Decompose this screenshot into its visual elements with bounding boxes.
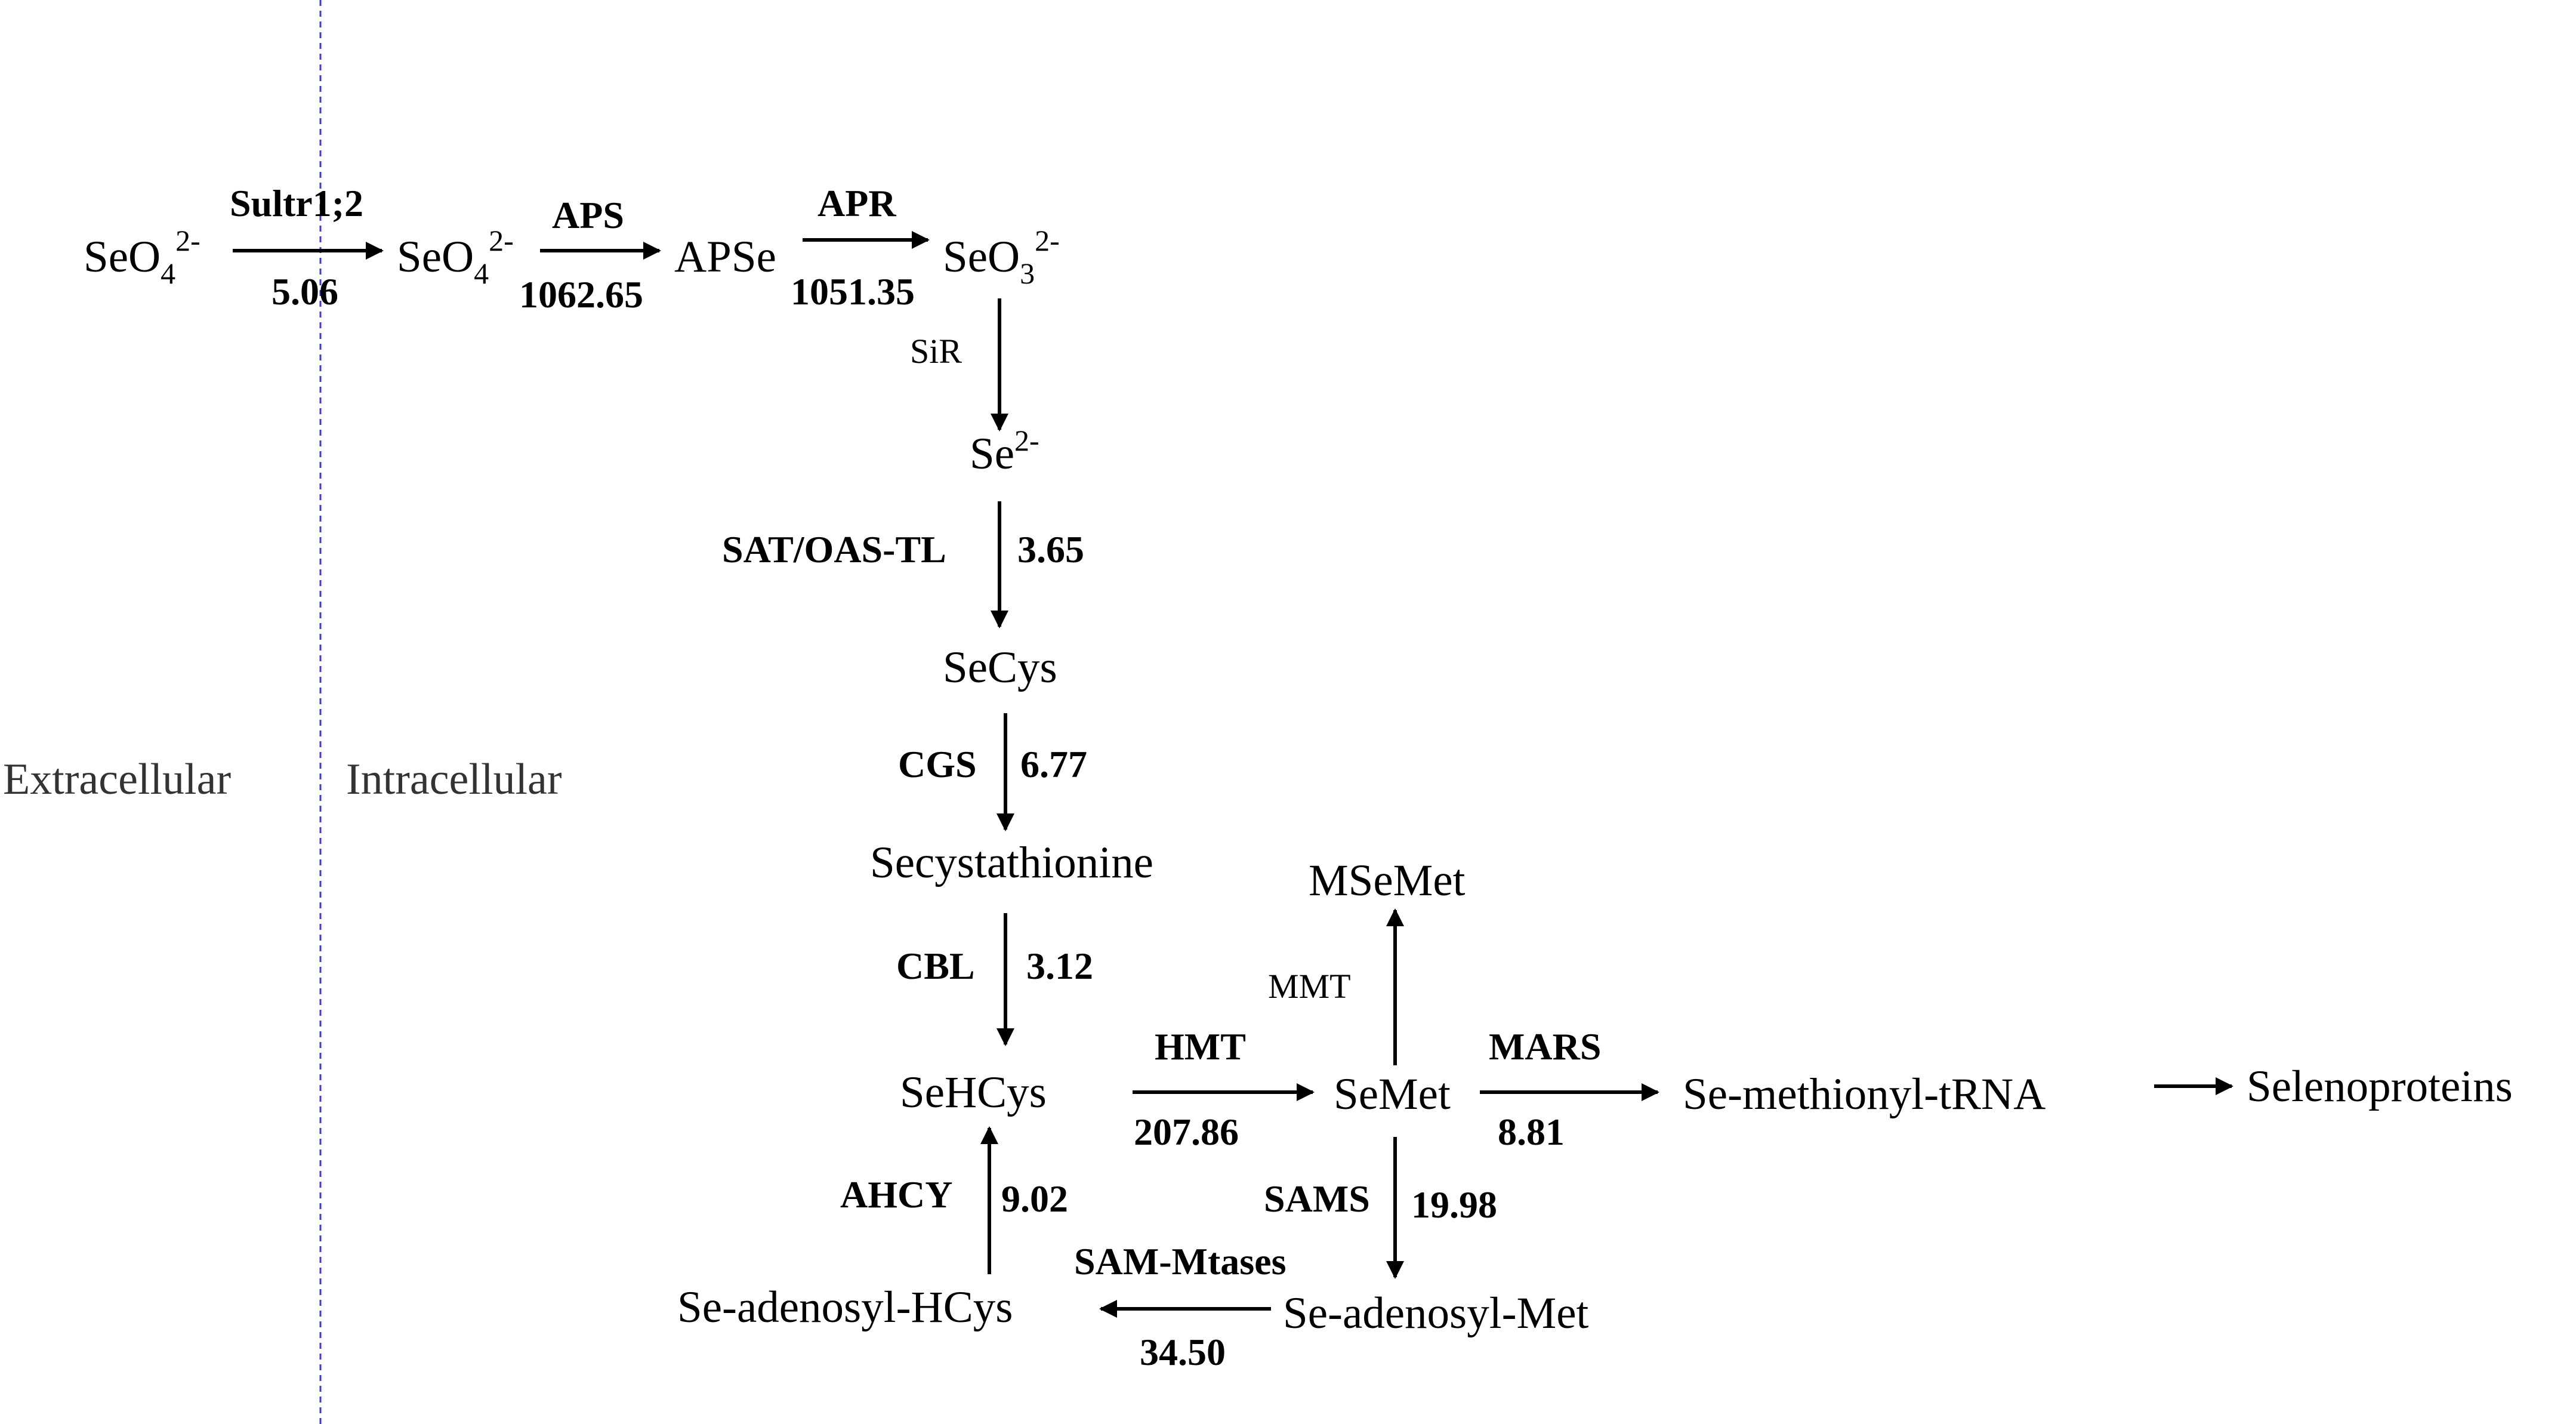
- intracellular-label: Intracellular: [346, 755, 562, 804]
- node-seo4-intracellular: SeO42-: [397, 224, 514, 290]
- value-sat: 3.65: [1017, 528, 1084, 571]
- value-ahcy: 9.02: [1001, 1178, 1068, 1220]
- node-msemet: MSeMet: [1309, 856, 1466, 905]
- node-se-methionyl-trna: Se-methionyl-tRNA: [1683, 1069, 2046, 1119]
- node-secystathionine: Secystathionine: [870, 838, 1153, 887]
- enzyme-aps: APS: [552, 194, 624, 236]
- enzyme-sams: SAMS: [1264, 1178, 1370, 1220]
- enzyme-sam-mtases: SAM-Mtases: [1074, 1240, 1286, 1283]
- enzyme-mmt: MMT: [1268, 967, 1351, 1006]
- value-sam-mtases: 34.50: [1140, 1331, 1226, 1373]
- node-sehcys: SeHCys: [900, 1068, 1047, 1117]
- enzyme-cgs: CGS: [898, 743, 977, 785]
- enzyme-hmt: HMT: [1155, 1025, 1246, 1068]
- value-sams: 19.98: [1411, 1183, 1497, 1226]
- node-seo3: SeO32-: [943, 224, 1060, 290]
- node-secys: SeCys: [943, 643, 1057, 692]
- node-semet: SeMet: [1334, 1069, 1451, 1119]
- value-aps: 1062.65: [519, 273, 643, 316]
- value-hmt: 207.86: [1134, 1111, 1239, 1153]
- value-sultr: 5.06: [272, 270, 338, 313]
- node-se-adenosyl-met: Se-adenosyl-Met: [1283, 1289, 1589, 1338]
- enzyme-mars: MARS: [1489, 1025, 1601, 1068]
- node-se2: Se2-: [970, 424, 1039, 479]
- enzyme-sir: SiR: [910, 332, 962, 371]
- enzyme-ahcy: AHCY: [840, 1173, 952, 1216]
- enzyme-sultr: Sultr1;2: [230, 182, 363, 224]
- node-se-adenosyl-hcys: Se-adenosyl-HCys: [677, 1283, 1013, 1332]
- node-apse: APSe: [674, 232, 776, 282]
- value-cbl: 3.12: [1026, 945, 1093, 987]
- value-cgs: 6.77: [1020, 743, 1087, 785]
- enzyme-apr: APR: [817, 182, 896, 224]
- node-seo4-extracellular: SeO42-: [84, 224, 200, 290]
- extracellular-label: Extracellular: [3, 755, 231, 804]
- enzyme-cbl: CBL: [896, 945, 975, 987]
- node-selenoproteins: Selenoproteins: [2247, 1062, 2513, 1111]
- value-mars: 8.81: [1498, 1111, 1565, 1153]
- enzyme-sat: SAT/OAS-TL: [722, 528, 946, 571]
- value-apr: 1051.35: [791, 270, 915, 313]
